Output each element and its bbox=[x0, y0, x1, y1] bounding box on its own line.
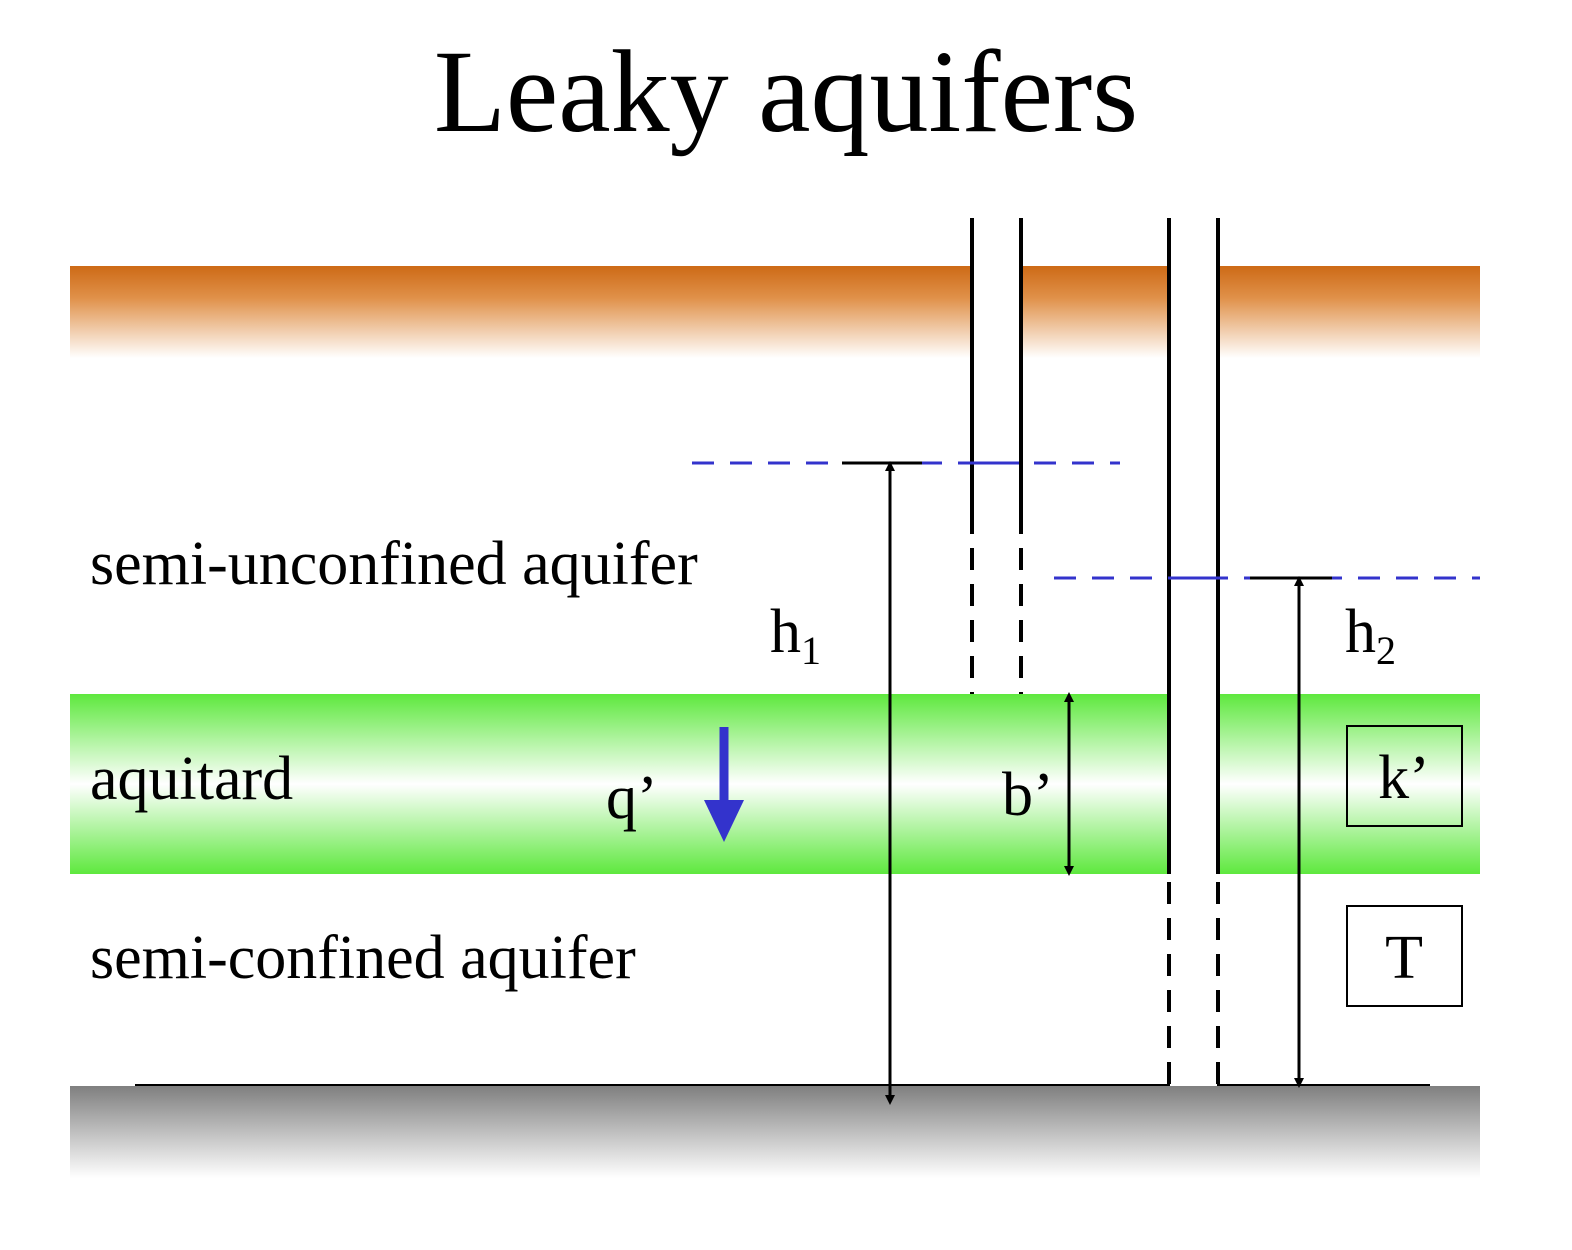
k-prime-label: k’ bbox=[1378, 744, 1430, 812]
lower-aquifer-label: semi-confined aquifer bbox=[90, 924, 636, 992]
h1-subscript: 1 bbox=[801, 628, 821, 673]
transmissivity-label: T bbox=[1385, 924, 1423, 992]
h2-base: h bbox=[1345, 598, 1376, 666]
diagram-title: Leaky aquifers bbox=[433, 26, 1139, 157]
h1-label: h1 bbox=[770, 598, 821, 673]
h2-label: h2 bbox=[1345, 598, 1396, 673]
transmissivity-box bbox=[1346, 905, 1463, 1007]
h2-subscript: 2 bbox=[1376, 628, 1396, 673]
aquitard-label: aquitard bbox=[90, 745, 293, 813]
bedrock-layer bbox=[70, 1086, 1480, 1178]
leakage-flow-arrowhead bbox=[704, 800, 744, 842]
well-1-casing-gap bbox=[973, 218, 1020, 694]
well-2-casing-gap bbox=[1170, 218, 1217, 1086]
h1-base: h bbox=[770, 598, 801, 666]
thickness-label: b’ bbox=[1002, 761, 1054, 829]
topsoil-layer bbox=[70, 266, 1480, 358]
upper-aquifer-label: semi-unconfined aquifer bbox=[90, 530, 698, 598]
k-prime-box bbox=[1346, 725, 1463, 827]
aquitard-layer bbox=[70, 694, 1480, 874]
leakage-label: q’ bbox=[606, 764, 658, 832]
